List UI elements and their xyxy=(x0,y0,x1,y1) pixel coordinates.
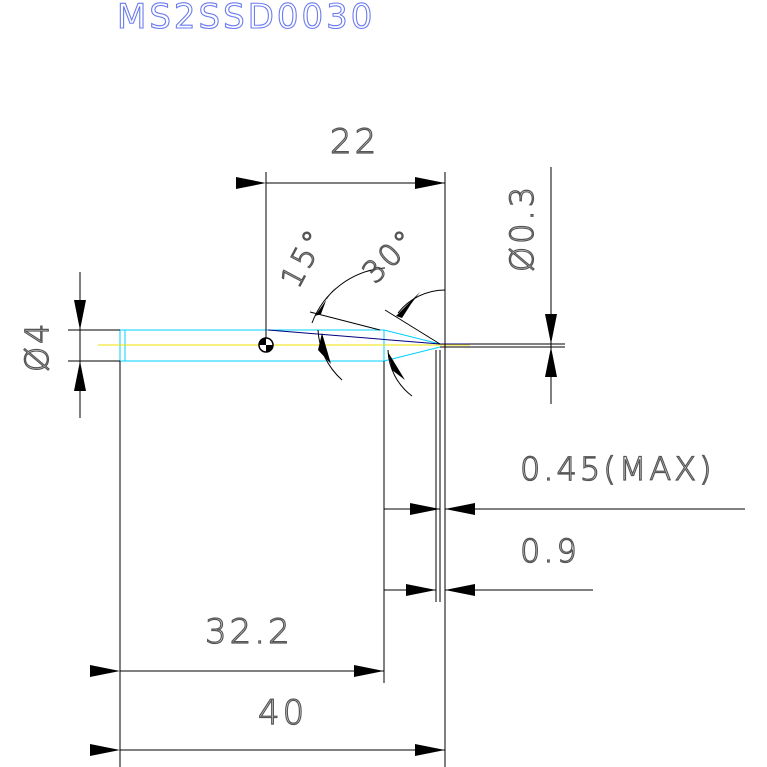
angle-15-label: 15° xyxy=(274,222,334,293)
max-offset-arrow-left xyxy=(410,503,440,515)
angle-30-arrow-bottom xyxy=(388,352,405,380)
extension-lines xyxy=(119,350,441,767)
dim-shank-diameter-label: Ø4 xyxy=(18,320,56,372)
dim-top-length xyxy=(236,172,446,767)
dim-body-length-label: 32.2 xyxy=(205,612,293,652)
center-mark-icon xyxy=(258,337,274,353)
shank-diameter-arrow-bottom xyxy=(74,361,86,391)
dim-top-length-label: 22 xyxy=(330,122,379,162)
angle-30-label: 30° xyxy=(356,222,425,291)
cutting-edge-line xyxy=(267,329,441,345)
offset-arrow-left xyxy=(406,584,436,596)
dim-max-offset-label: 0.45(MAX) xyxy=(520,450,715,488)
dim-overall-length-label: 40 xyxy=(258,693,307,733)
tip-diameter-arrow-top xyxy=(545,314,557,344)
angle-30-arrow-top xyxy=(396,292,420,318)
drawing-title: MS2SSD0030 xyxy=(117,0,375,37)
offset-arrow-right xyxy=(445,584,475,596)
tip-diameter-arrow-bottom xyxy=(545,347,557,377)
angle-30-arc xyxy=(384,289,446,397)
dim-tip-diameter-label: Ø0.3 xyxy=(503,184,541,272)
dim-offset-label: 0.9 xyxy=(520,532,580,570)
shank-diameter-arrow-top xyxy=(74,300,86,330)
dim-shank-diameter xyxy=(68,272,120,418)
angle-15-arrow-bottom xyxy=(318,333,331,364)
angle-15-arrow-top xyxy=(315,286,336,316)
max-offset-arrow-right xyxy=(445,503,475,515)
